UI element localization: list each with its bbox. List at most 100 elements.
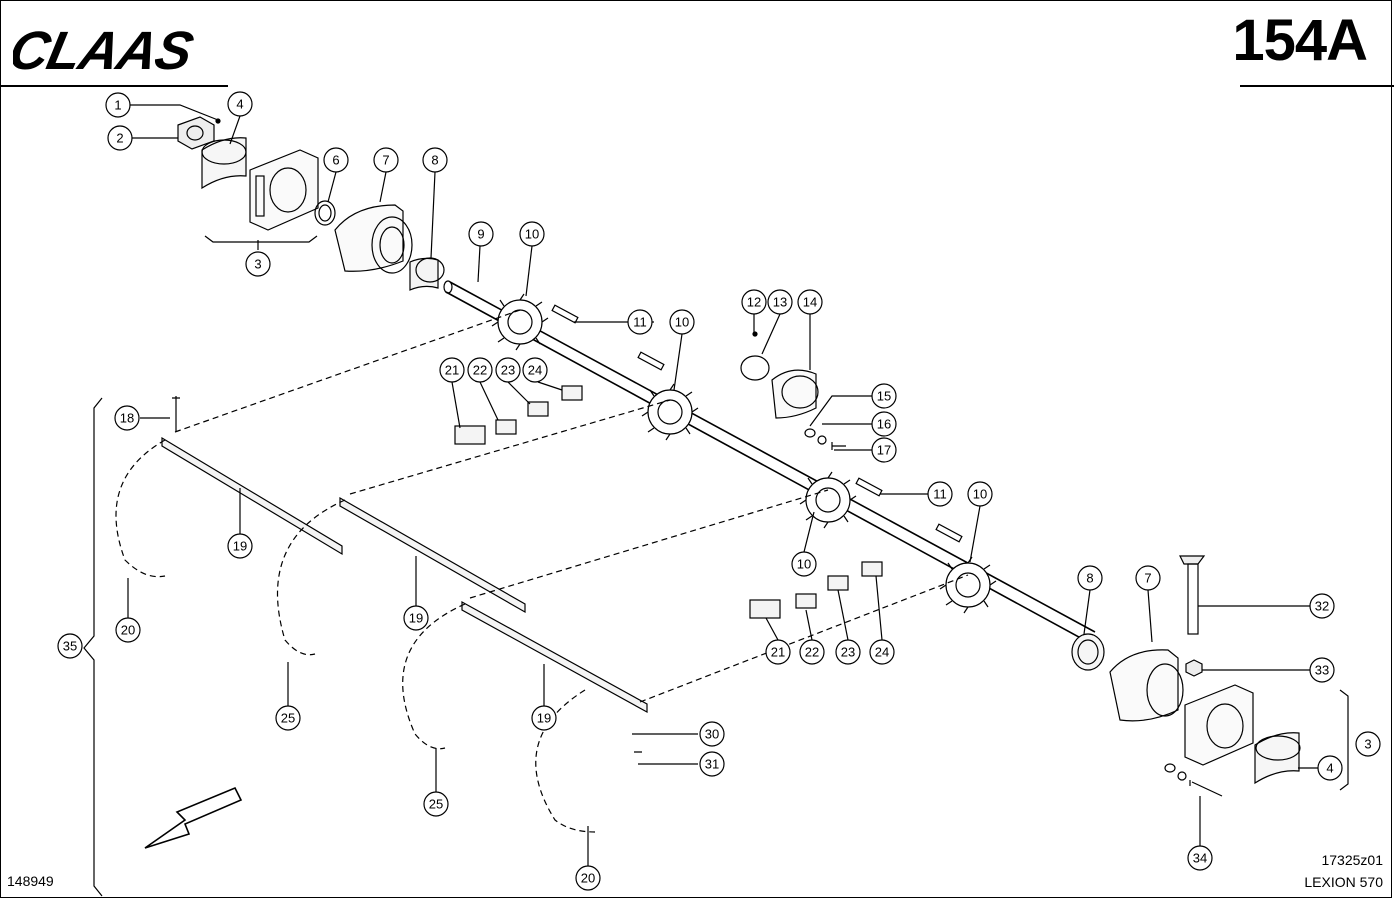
svg-text:23: 23 (841, 645, 855, 660)
callout-32: 32 (1309, 593, 1335, 619)
main-shaft (443, 280, 1096, 643)
leader-lines (127, 104, 1318, 866)
callout-16: 16 (871, 411, 897, 437)
svg-text:21: 21 (445, 363, 459, 378)
svg-text:25: 25 (429, 797, 443, 812)
svg-text:34: 34 (1193, 851, 1207, 866)
callout-3: 3 (1355, 731, 1381, 757)
callout-17: 17 (871, 437, 897, 463)
callout-25: 25 (423, 791, 449, 817)
svg-text:10: 10 (973, 487, 987, 502)
callout-23: 23 (495, 357, 521, 383)
svg-text:6: 6 (332, 153, 339, 168)
svg-text:20: 20 (581, 871, 595, 886)
center-bearing-assembly (740, 331, 846, 450)
svg-text:30: 30 (705, 727, 719, 742)
svg-text:2: 2 (116, 131, 123, 146)
svg-text:9: 9 (477, 227, 484, 242)
callout-4: 4 (227, 91, 253, 117)
svg-text:24: 24 (528, 363, 542, 378)
callout-21: 21 (439, 357, 465, 383)
drawing-reference: 148949 (7, 873, 54, 889)
svg-text:7: 7 (382, 153, 389, 168)
svg-text:10: 10 (525, 227, 539, 242)
callout-22: 22 (467, 357, 493, 383)
svg-text:22: 22 (473, 363, 487, 378)
svg-text:13: 13 (773, 295, 787, 310)
svg-text:20: 20 (121, 623, 135, 638)
svg-text:10: 10 (675, 315, 689, 330)
svg-text:22: 22 (805, 645, 819, 660)
svg-text:23: 23 (501, 363, 515, 378)
callout-25: 25 (275, 705, 301, 731)
svg-text:10: 10 (797, 557, 811, 572)
callout-8: 8 (422, 147, 448, 173)
svg-text:25: 25 (281, 711, 295, 726)
svg-text:14: 14 (803, 295, 817, 310)
svg-text:7: 7 (1144, 571, 1151, 586)
svg-text:17: 17 (877, 443, 891, 458)
callout-35: 35 (57, 633, 83, 659)
callout-19: 19 (403, 605, 429, 631)
callout-31: 31 (699, 751, 725, 777)
callout-18: 18 (114, 405, 140, 431)
figure-number: 17325z01 (1321, 852, 1383, 868)
svg-text:19: 19 (409, 611, 423, 626)
callout-12: 12 (741, 289, 767, 315)
svg-text:32: 32 (1315, 599, 1329, 614)
svg-text:35: 35 (63, 639, 77, 654)
svg-text:1: 1 (114, 98, 121, 113)
svg-text:CLAAS: CLAAS (13, 21, 198, 77)
callout-21: 21 (765, 639, 791, 665)
callout-10: 10 (669, 309, 695, 335)
callout-10: 10 (967, 481, 993, 507)
callout-13: 13 (767, 289, 793, 315)
svg-text:12: 12 (747, 295, 761, 310)
svg-text:16: 16 (877, 417, 891, 432)
left-bearing-assembly (177, 116, 445, 291)
svg-text:19: 19 (233, 539, 247, 554)
callout-20: 20 (575, 865, 601, 891)
svg-text:11: 11 (933, 487, 947, 502)
callout-14: 14 (797, 289, 823, 315)
callout-24: 24 (522, 357, 548, 383)
link-connectors (172, 385, 883, 753)
callout-19: 19 (531, 705, 557, 731)
callout-23: 23 (835, 639, 861, 665)
callout-7: 7 (373, 147, 399, 173)
claas-logo: CLAAS (13, 21, 198, 77)
callout-2: 2 (107, 125, 133, 151)
callout-11: 11 (627, 309, 653, 335)
svg-text:8: 8 (1086, 571, 1093, 586)
callout-19: 19 (227, 533, 253, 559)
svg-text:11: 11 (633, 315, 647, 330)
svg-text:3: 3 (254, 257, 261, 272)
rake-slats (161, 436, 648, 714)
callout-1: 1 (105, 92, 131, 118)
svg-text:24: 24 (875, 645, 889, 660)
svg-text:31: 31 (705, 757, 719, 772)
svg-text:4: 4 (1326, 761, 1333, 776)
svg-text:19: 19 (537, 711, 551, 726)
callout-30: 30 (699, 721, 725, 747)
svg-text:4: 4 (236, 97, 243, 112)
callout-15: 15 (871, 383, 897, 409)
model-name: LEXION 570 (1304, 874, 1383, 890)
svg-text:18: 18 (120, 411, 134, 426)
page-number: 154A (1232, 8, 1368, 73)
callout-22: 22 (799, 639, 825, 665)
callout-9: 9 (468, 221, 494, 247)
callout-24: 24 (869, 639, 895, 665)
figure-reference: 17325z01 LEXION 570 (1304, 849, 1383, 893)
chain-links (115, 309, 969, 833)
callout-33: 33 (1309, 657, 1335, 683)
svg-text:15: 15 (877, 389, 891, 404)
callout-20: 20 (115, 617, 141, 643)
callout-8: 8 (1077, 565, 1103, 591)
svg-text:3: 3 (1364, 737, 1371, 752)
callout-4: 4 (1317, 755, 1343, 781)
callout-10: 10 (791, 551, 817, 577)
